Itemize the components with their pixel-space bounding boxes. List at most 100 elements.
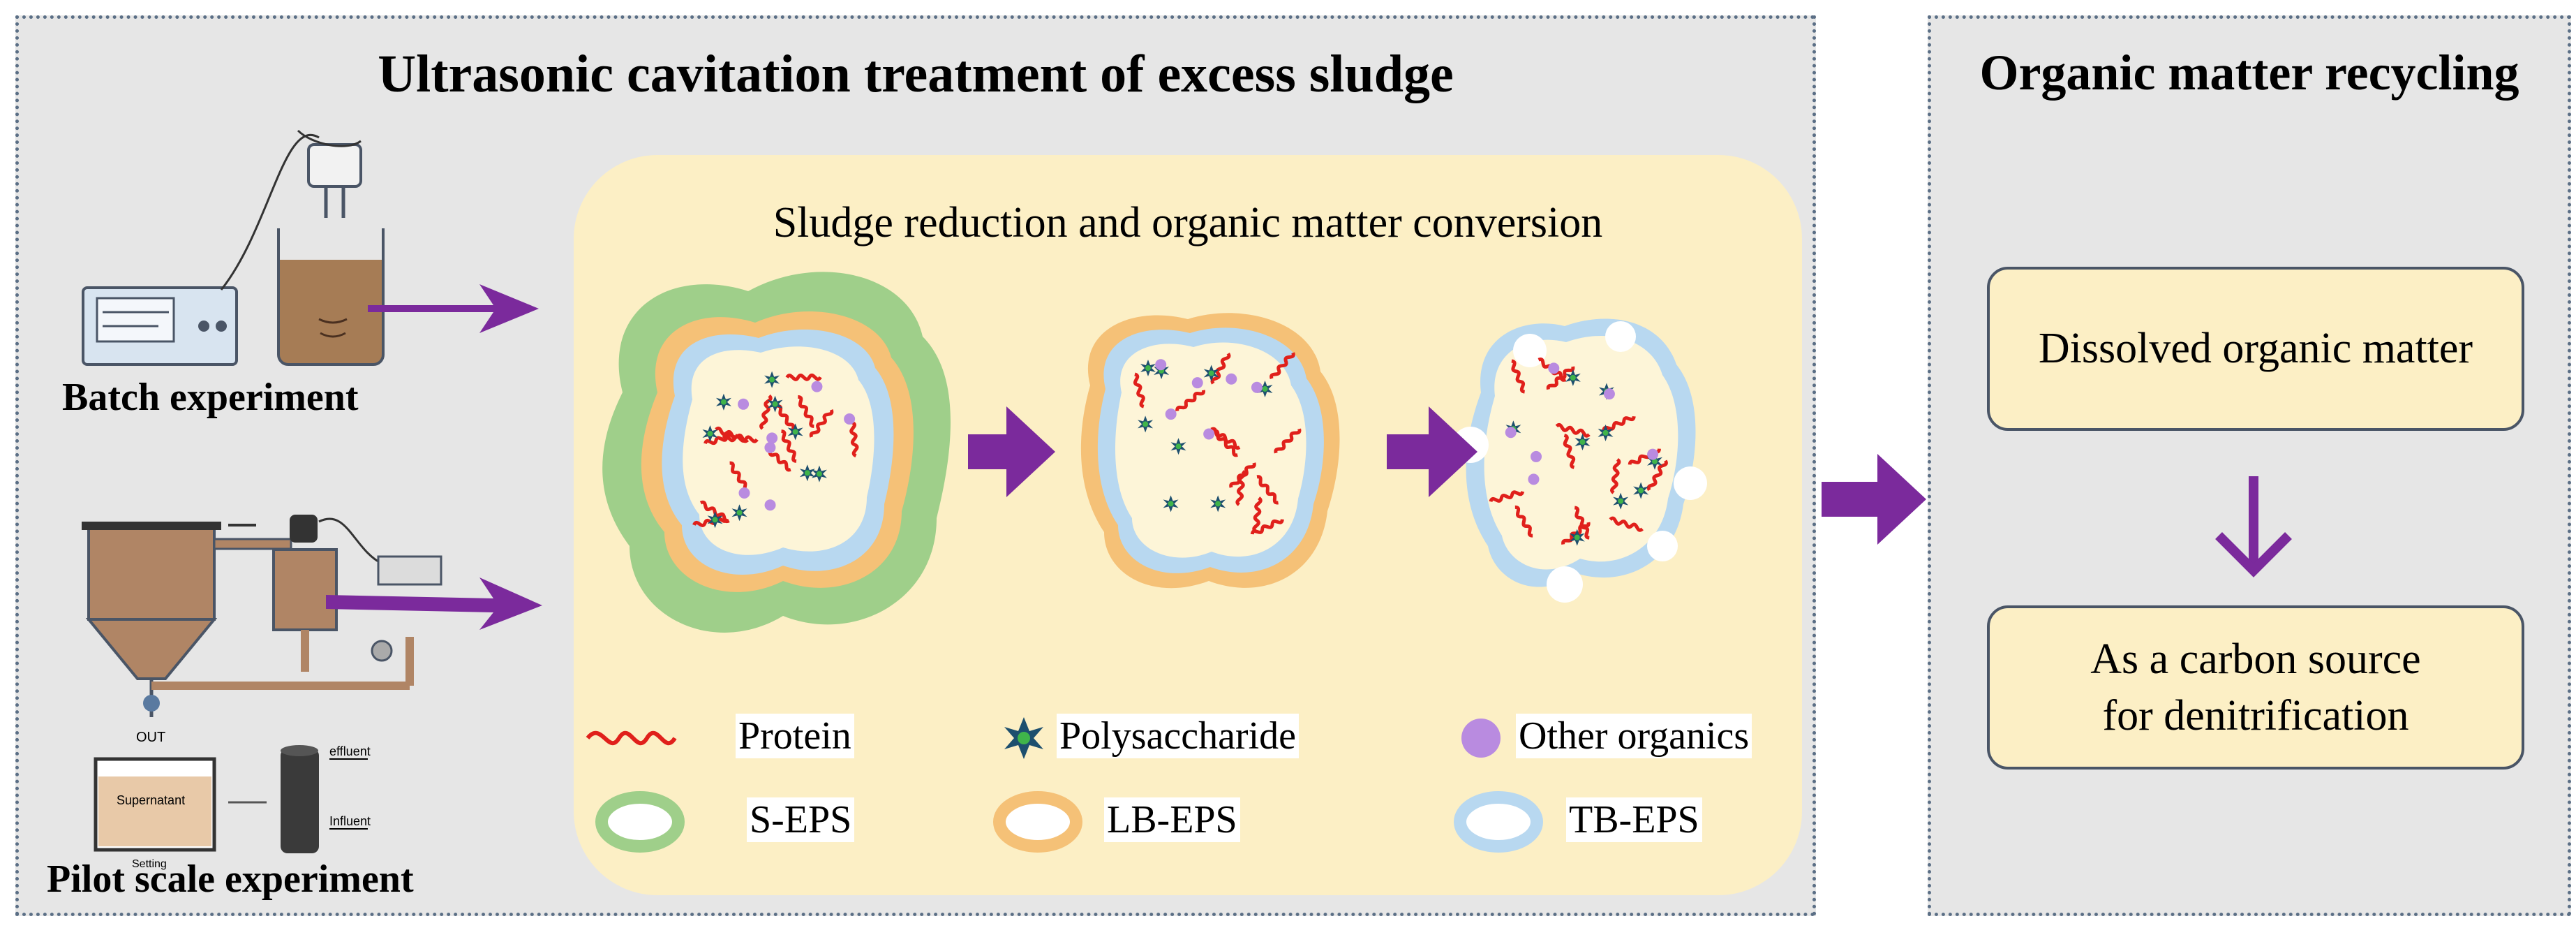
protein-strand — [1229, 462, 1256, 488]
dissolved-organic-matter-text: Dissolved organic matter — [2038, 325, 2473, 373]
polysaccharide-core — [792, 429, 798, 435]
conversion-arrow-1 — [968, 406, 1055, 497]
other-organics-legend-icon — [1461, 719, 1501, 758]
polysaccharide-core — [1168, 501, 1174, 507]
other-organic-particle — [764, 499, 776, 511]
protein-strand — [785, 373, 822, 381]
out-label: OUT — [136, 730, 165, 745]
other-organic-particle — [1603, 388, 1615, 400]
protein-strand — [1609, 516, 1644, 532]
batch-arrow — [368, 284, 539, 333]
protein-strand — [797, 395, 814, 428]
floc-illustrations — [586, 272, 1707, 853]
recycling-arrow-layer — [2215, 476, 2292, 577]
organic-recycling-panel: Organic matter recycling Dissolved organ… — [1928, 15, 2571, 916]
batch-experiment-label: Batch experiment — [62, 376, 359, 419]
effluent-label: effluent — [329, 744, 371, 758]
polysaccharide-core — [736, 510, 743, 516]
other-organic-particle — [766, 432, 778, 444]
supernatant-label: Supernatant — [117, 793, 185, 807]
polysaccharide-core — [804, 470, 810, 476]
polysaccharide-core — [1602, 429, 1609, 436]
other-organic-particle — [764, 441, 776, 453]
equipment-illustrations: OUT Supernatant Setting effluent Influen… — [82, 129, 542, 870]
polysaccharide-core — [1574, 534, 1580, 540]
other-organic-particle — [1251, 381, 1263, 393]
protein-strand — [1602, 415, 1636, 432]
polysaccharide-core — [816, 471, 822, 477]
s-eps-legend-label: S-EPS — [747, 797, 855, 842]
batch-equipment-illustration — [82, 129, 385, 366]
polysaccharide-core — [1618, 498, 1624, 504]
protein-strand — [729, 461, 749, 493]
polysaccharide-core — [1145, 365, 1151, 371]
other-organics-legend-label: Other organics — [1516, 714, 1752, 758]
polysaccharide-core — [1579, 439, 1586, 446]
pilot-equipment-illustration: OUT Supernatant Setting effluent Influen… — [82, 515, 442, 870]
organic-recycling-title: Organic matter recycling — [1979, 45, 2519, 101]
other-organic-particle — [844, 413, 856, 425]
protein-strand — [1555, 422, 1591, 438]
other-organic-particle — [738, 398, 750, 410]
polysaccharide-core — [1142, 421, 1149, 427]
protein-strand — [722, 434, 759, 443]
other-organic-particle — [1165, 408, 1177, 420]
protein-strand — [1646, 459, 1668, 492]
tb-eps-legend-icon — [1454, 791, 1543, 853]
protein-strand — [1175, 390, 1205, 411]
polysaccharide-core — [1175, 443, 1182, 450]
protein-strand — [1274, 428, 1302, 454]
polysaccharide-core — [707, 430, 713, 436]
disrupted-floc — [1452, 318, 1707, 603]
lb-eps-legend-icon — [993, 791, 1082, 853]
polysaccharide-core — [1215, 501, 1221, 507]
protein-strand — [849, 420, 859, 458]
polysaccharide-legend-icon — [1004, 717, 1043, 759]
polysaccharide-core — [720, 399, 727, 405]
pilot-arrow — [326, 577, 542, 630]
input-arrows — [326, 284, 542, 630]
other-organic-particle — [1203, 428, 1215, 440]
protein-strand — [1610, 457, 1621, 494]
polysaccharide-core — [1262, 385, 1268, 392]
conversion-arrow-2 — [1387, 406, 1477, 497]
floc-contents — [692, 352, 1668, 546]
other-organic-particle — [1505, 427, 1517, 439]
protein-strand — [1574, 506, 1590, 540]
intact-floc — [602, 272, 951, 633]
polysaccharide-core — [1652, 458, 1658, 464]
influent-label: Influent — [329, 814, 371, 828]
other-organic-particle — [1226, 373, 1237, 385]
carbon-source-text-line2: for denitrification — [2102, 691, 2409, 739]
other-organic-particle — [811, 381, 823, 392]
sludge-conversion-heading: Sludge reduction and organic matter conv… — [773, 199, 1603, 246]
transfer-arrow — [1822, 454, 1926, 545]
other-organic-particle — [1647, 448, 1659, 460]
protein-strand — [759, 394, 773, 430]
legend-symbols — [586, 717, 1543, 853]
other-organic-particle — [1528, 473, 1540, 485]
protein-strand — [1250, 519, 1284, 535]
lb-eps-legend-label: LB-EPS — [1104, 797, 1240, 842]
setting-label: Setting — [132, 858, 167, 870]
pilot-experiment-label: Pilot scale experiment — [47, 857, 414, 901]
carbon-source-box: As a carbon source for denitrification — [1987, 605, 2524, 770]
polysaccharide-legend-label: Polysaccharide — [1057, 714, 1299, 758]
conversion-arrows — [968, 406, 1477, 497]
other-organic-particle — [1531, 450, 1542, 462]
polysaccharide-core — [769, 376, 775, 383]
protein-strand — [1133, 372, 1145, 408]
protein-strand — [1270, 352, 1295, 380]
other-organic-particle — [1548, 362, 1560, 374]
protein-strand — [1213, 429, 1238, 457]
carbon-source-text-line1: As a carbon source — [2090, 635, 2421, 683]
protein-strand — [1489, 490, 1525, 503]
recycling-arrow-head — [2215, 532, 2292, 577]
protein-strand — [699, 500, 730, 524]
sludge-treatment-panel: Ultrasonic cavitation treatment of exces… — [15, 15, 1816, 916]
sludge-conversion-panel: Sludge reduction and organic matter conv… — [574, 155, 1802, 895]
protein-strand — [715, 426, 750, 443]
polysaccharide-core — [772, 401, 778, 407]
protein-strand — [780, 429, 797, 463]
protein-legend-label: Protein — [736, 714, 854, 758]
